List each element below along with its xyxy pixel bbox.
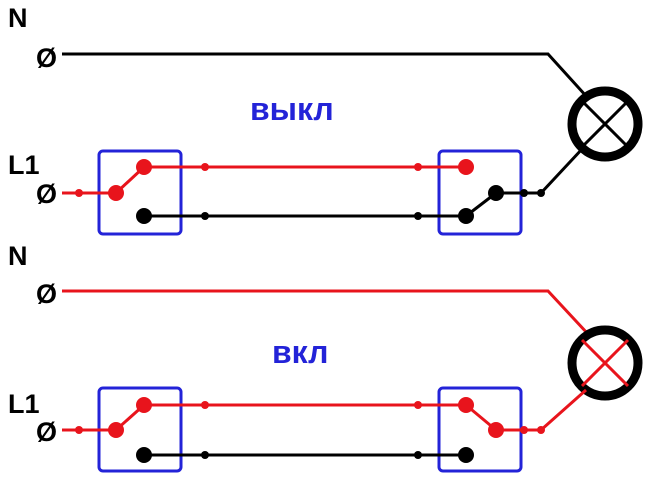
neutral-label: N bbox=[8, 3, 28, 33]
lamp-feed-junction bbox=[520, 426, 528, 434]
neutral-terminal-symbol: Ø bbox=[36, 43, 57, 73]
state-label-off: выкл bbox=[250, 91, 334, 127]
lamp-feed-junction bbox=[537, 189, 545, 197]
line-label: L1 bbox=[8, 389, 40, 419]
traveller-upper-junction bbox=[201, 401, 209, 409]
neutral-terminal-symbol: Ø bbox=[36, 279, 57, 309]
traveller-upper-junction bbox=[414, 163, 422, 171]
traveller-upper-junction bbox=[201, 163, 209, 171]
lamp-feed-wire bbox=[496, 388, 587, 432]
switch-2-lower-contact bbox=[458, 447, 474, 463]
switch-2-upper-contact bbox=[458, 159, 474, 175]
lamp-feed-wire bbox=[496, 146, 585, 195]
feed-junction bbox=[75, 426, 83, 434]
circuit-off: N Ø L1 Ø выкл bbox=[8, 3, 643, 236]
line-terminal-symbol: Ø bbox=[36, 179, 57, 209]
traveller-lower-junction bbox=[414, 212, 422, 220]
switch-1-common bbox=[108, 422, 124, 438]
line-terminal-symbol: Ø bbox=[36, 417, 57, 447]
state-label-on: вкл bbox=[272, 334, 328, 370]
lamp-icon bbox=[567, 325, 643, 401]
lamp-feed-junction bbox=[537, 426, 545, 434]
traveller-lower-junction bbox=[414, 451, 422, 459]
traveller-upper-junction bbox=[414, 401, 422, 409]
lamp-icon bbox=[567, 86, 643, 162]
traveller-lower-junction bbox=[201, 451, 209, 459]
neutral-wire bbox=[62, 289, 590, 336]
switch-1-common bbox=[108, 185, 124, 201]
circuit-on: N Ø L1 Ø вкл bbox=[8, 241, 643, 473]
neutral-wire bbox=[62, 52, 589, 99]
neutral-label: N bbox=[8, 241, 28, 271]
traveller-lower-junction bbox=[201, 212, 209, 220]
line-label: L1 bbox=[8, 150, 40, 180]
lamp-feed-junction bbox=[520, 189, 528, 197]
feed-junction bbox=[75, 189, 83, 197]
